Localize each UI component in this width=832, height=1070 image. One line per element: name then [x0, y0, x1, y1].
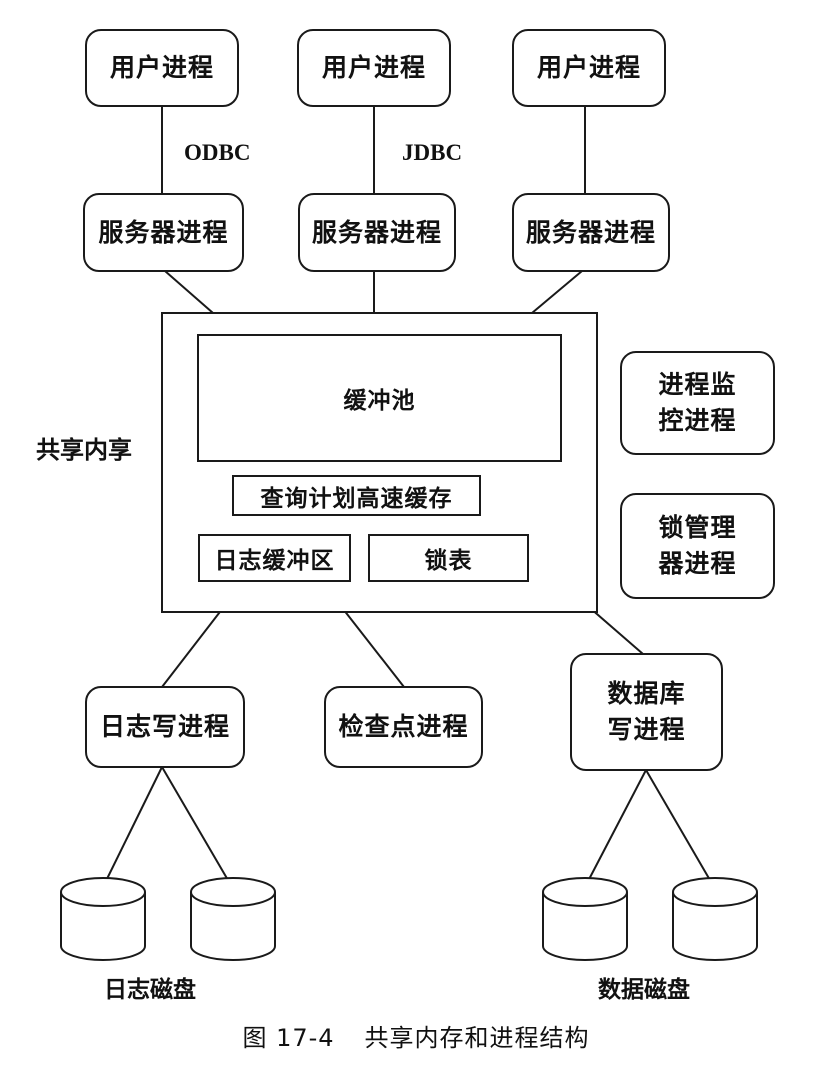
lock-manager-line-2: 器进程: [658, 549, 737, 578]
db-writer-line-1: 数据库: [607, 679, 686, 708]
figure-caption: 图 17-4 共享内存和进程结构: [0, 1018, 832, 1053]
connector-logwriter-disk2: [161, 766, 233, 888]
query-plan-cache-box: 查询计划高速缓存: [232, 475, 481, 516]
connector-server3-shm: [531, 270, 583, 314]
log-disk-icon-1: [60, 877, 146, 961]
data-disk-icon-1: [542, 877, 628, 961]
server-process-box-3: 服务器进程: [512, 193, 670, 272]
log-disks-label: 日志磁盘: [104, 977, 196, 1003]
user-process-box-1: 用户进程: [85, 29, 239, 107]
user-process-box-2: 用户进程: [297, 29, 451, 107]
db-writer-line-2: 写进程: [607, 715, 686, 744]
server-process-box-2: 服务器进程: [298, 193, 456, 272]
process-monitor-line-2: 控进程: [658, 406, 737, 435]
checkpoint-process-box: 检查点进程: [324, 686, 483, 768]
jdbc-label: JDBC: [402, 140, 463, 165]
connector-server1-shm: [164, 270, 214, 314]
lock-manager-line-1: 锁管理: [658, 513, 737, 542]
connector-dbwriter-disk1: [584, 769, 647, 888]
data-disks-label: 数据磁盘: [598, 977, 690, 1003]
process-monitor-box: 进程监 控进程: [620, 351, 775, 455]
figure-title: 共享内存和进程结构: [364, 1024, 590, 1052]
odbc-label: ODBC: [184, 140, 251, 165]
process-monitor-line-1: 进程监: [658, 370, 737, 399]
shared-memory-label: 共享内享: [36, 436, 132, 464]
db-writer-box: 数据库 写进程: [570, 653, 723, 771]
log-buffer-box: 日志缓冲区: [198, 534, 351, 582]
lock-table-box: 锁表: [368, 534, 529, 582]
figure-number: 图 17-4: [242, 1024, 335, 1052]
buffer-pool-box: 缓冲池: [197, 334, 562, 462]
connector-logwriter-disk1: [102, 766, 163, 888]
data-disk-icon-2: [672, 877, 758, 961]
log-writer-box: 日志写进程: [85, 686, 245, 768]
connector-dbwriter-disk2: [645, 769, 715, 888]
log-disk-icon-2: [190, 877, 276, 961]
lock-manager-box: 锁管理 器进程: [620, 493, 775, 599]
server-process-box-1: 服务器进程: [83, 193, 244, 272]
user-process-box-3: 用户进程: [512, 29, 666, 107]
